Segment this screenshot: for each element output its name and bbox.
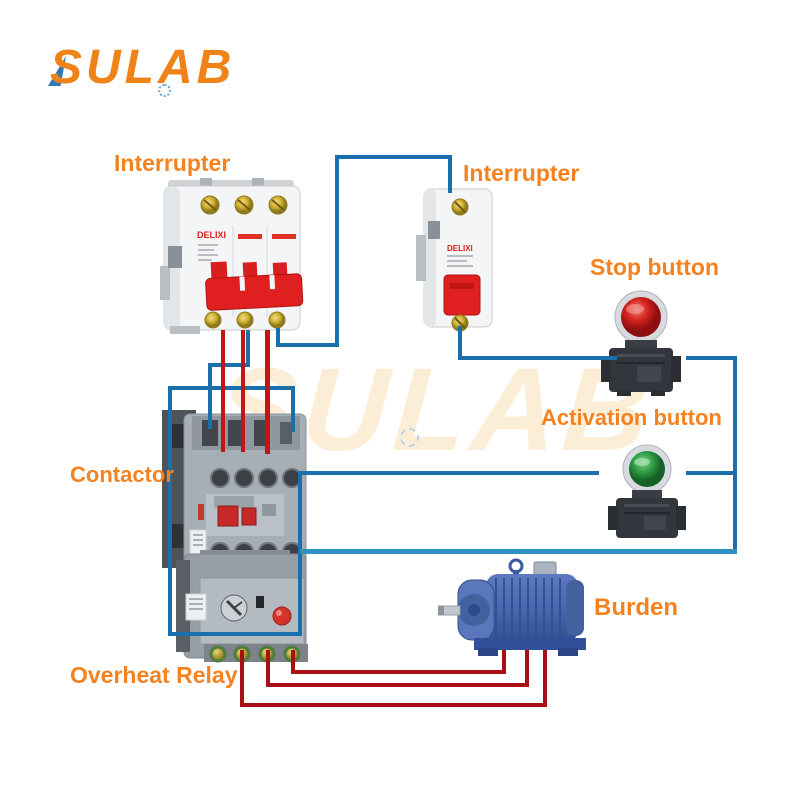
wire-stop-out (686, 356, 737, 360)
wire-control-riser (291, 386, 295, 432)
wire-stop-in (458, 356, 617, 360)
brand-logo-text: SULAB (50, 41, 236, 94)
activation-pushbutton (602, 444, 694, 538)
wire-phase-2 (241, 330, 245, 452)
breaker3-toggle (205, 261, 304, 311)
wire-aux-breaker-drop (458, 326, 462, 360)
breaker1-toggle (443, 274, 481, 316)
wire-motor-2-run (266, 683, 529, 687)
wire-breaker-link-left (335, 155, 339, 347)
wire-tap-step-horizontal (208, 363, 250, 367)
wire-right-bus (733, 356, 737, 553)
wire-phase-1 (221, 330, 225, 452)
wire-breaker-link-top (335, 155, 452, 159)
logo-dot-icon (158, 84, 171, 97)
wire-control-cross (168, 386, 295, 390)
label-contactor: Contactor (70, 462, 174, 487)
watermark-dot-icon (400, 428, 419, 447)
wire-control-left-drop (168, 386, 172, 636)
contactor-button (217, 505, 239, 527)
wire-breaker-link-right (448, 155, 452, 193)
breaker-3pole: DELIXI (160, 178, 305, 336)
wire-activation-in (302, 471, 599, 475)
wire-coil-return (300, 549, 737, 554)
label-interrupter-aux: Interrupter (463, 160, 580, 186)
wire-phase-3 (265, 330, 270, 454)
label-interrupter-main: Interrupter (114, 150, 231, 176)
wire-breaker3-out-run (276, 343, 338, 347)
green-cap (629, 451, 665, 487)
wire-motor-3-run (291, 670, 506, 674)
relay-reset-button (272, 606, 292, 626)
wire-tap-step-vertical (246, 330, 250, 367)
wire-motor-1-down (240, 650, 244, 707)
breaker1-brand: DELIXI (447, 244, 473, 253)
wire-motor-2-up (525, 650, 529, 687)
brand-logo: SULAB (48, 40, 236, 97)
motor-body (486, 574, 578, 642)
label-stop-button: Stop button (590, 254, 720, 280)
top-terminal-slot (202, 420, 218, 446)
red-cap (621, 297, 661, 337)
upper-terminal (210, 468, 230, 488)
wire-motor-3-up (502, 650, 506, 674)
relay-terminal (209, 645, 227, 663)
breaker3-brand: DELIXI (197, 230, 226, 240)
wire-breaker3-out-stub (276, 328, 280, 347)
wire-motor-1-up (543, 650, 547, 707)
label-activation-button: Activation button (541, 405, 722, 430)
motor (437, 556, 598, 664)
wire-control-bottom (168, 632, 302, 636)
wire-motor-2-down (266, 650, 270, 687)
wire-motor-1-run (240, 703, 547, 707)
stop-pushbutton (593, 290, 688, 396)
label-overheat-relay: Overheat Relay (70, 662, 238, 688)
label-burden: Burden (594, 594, 678, 621)
wire-tap-step-drop (208, 363, 212, 429)
wire-motor-3-down (291, 650, 295, 674)
breaker-1pole: DELIXI (416, 183, 502, 333)
wire-activation-out (686, 471, 733, 475)
